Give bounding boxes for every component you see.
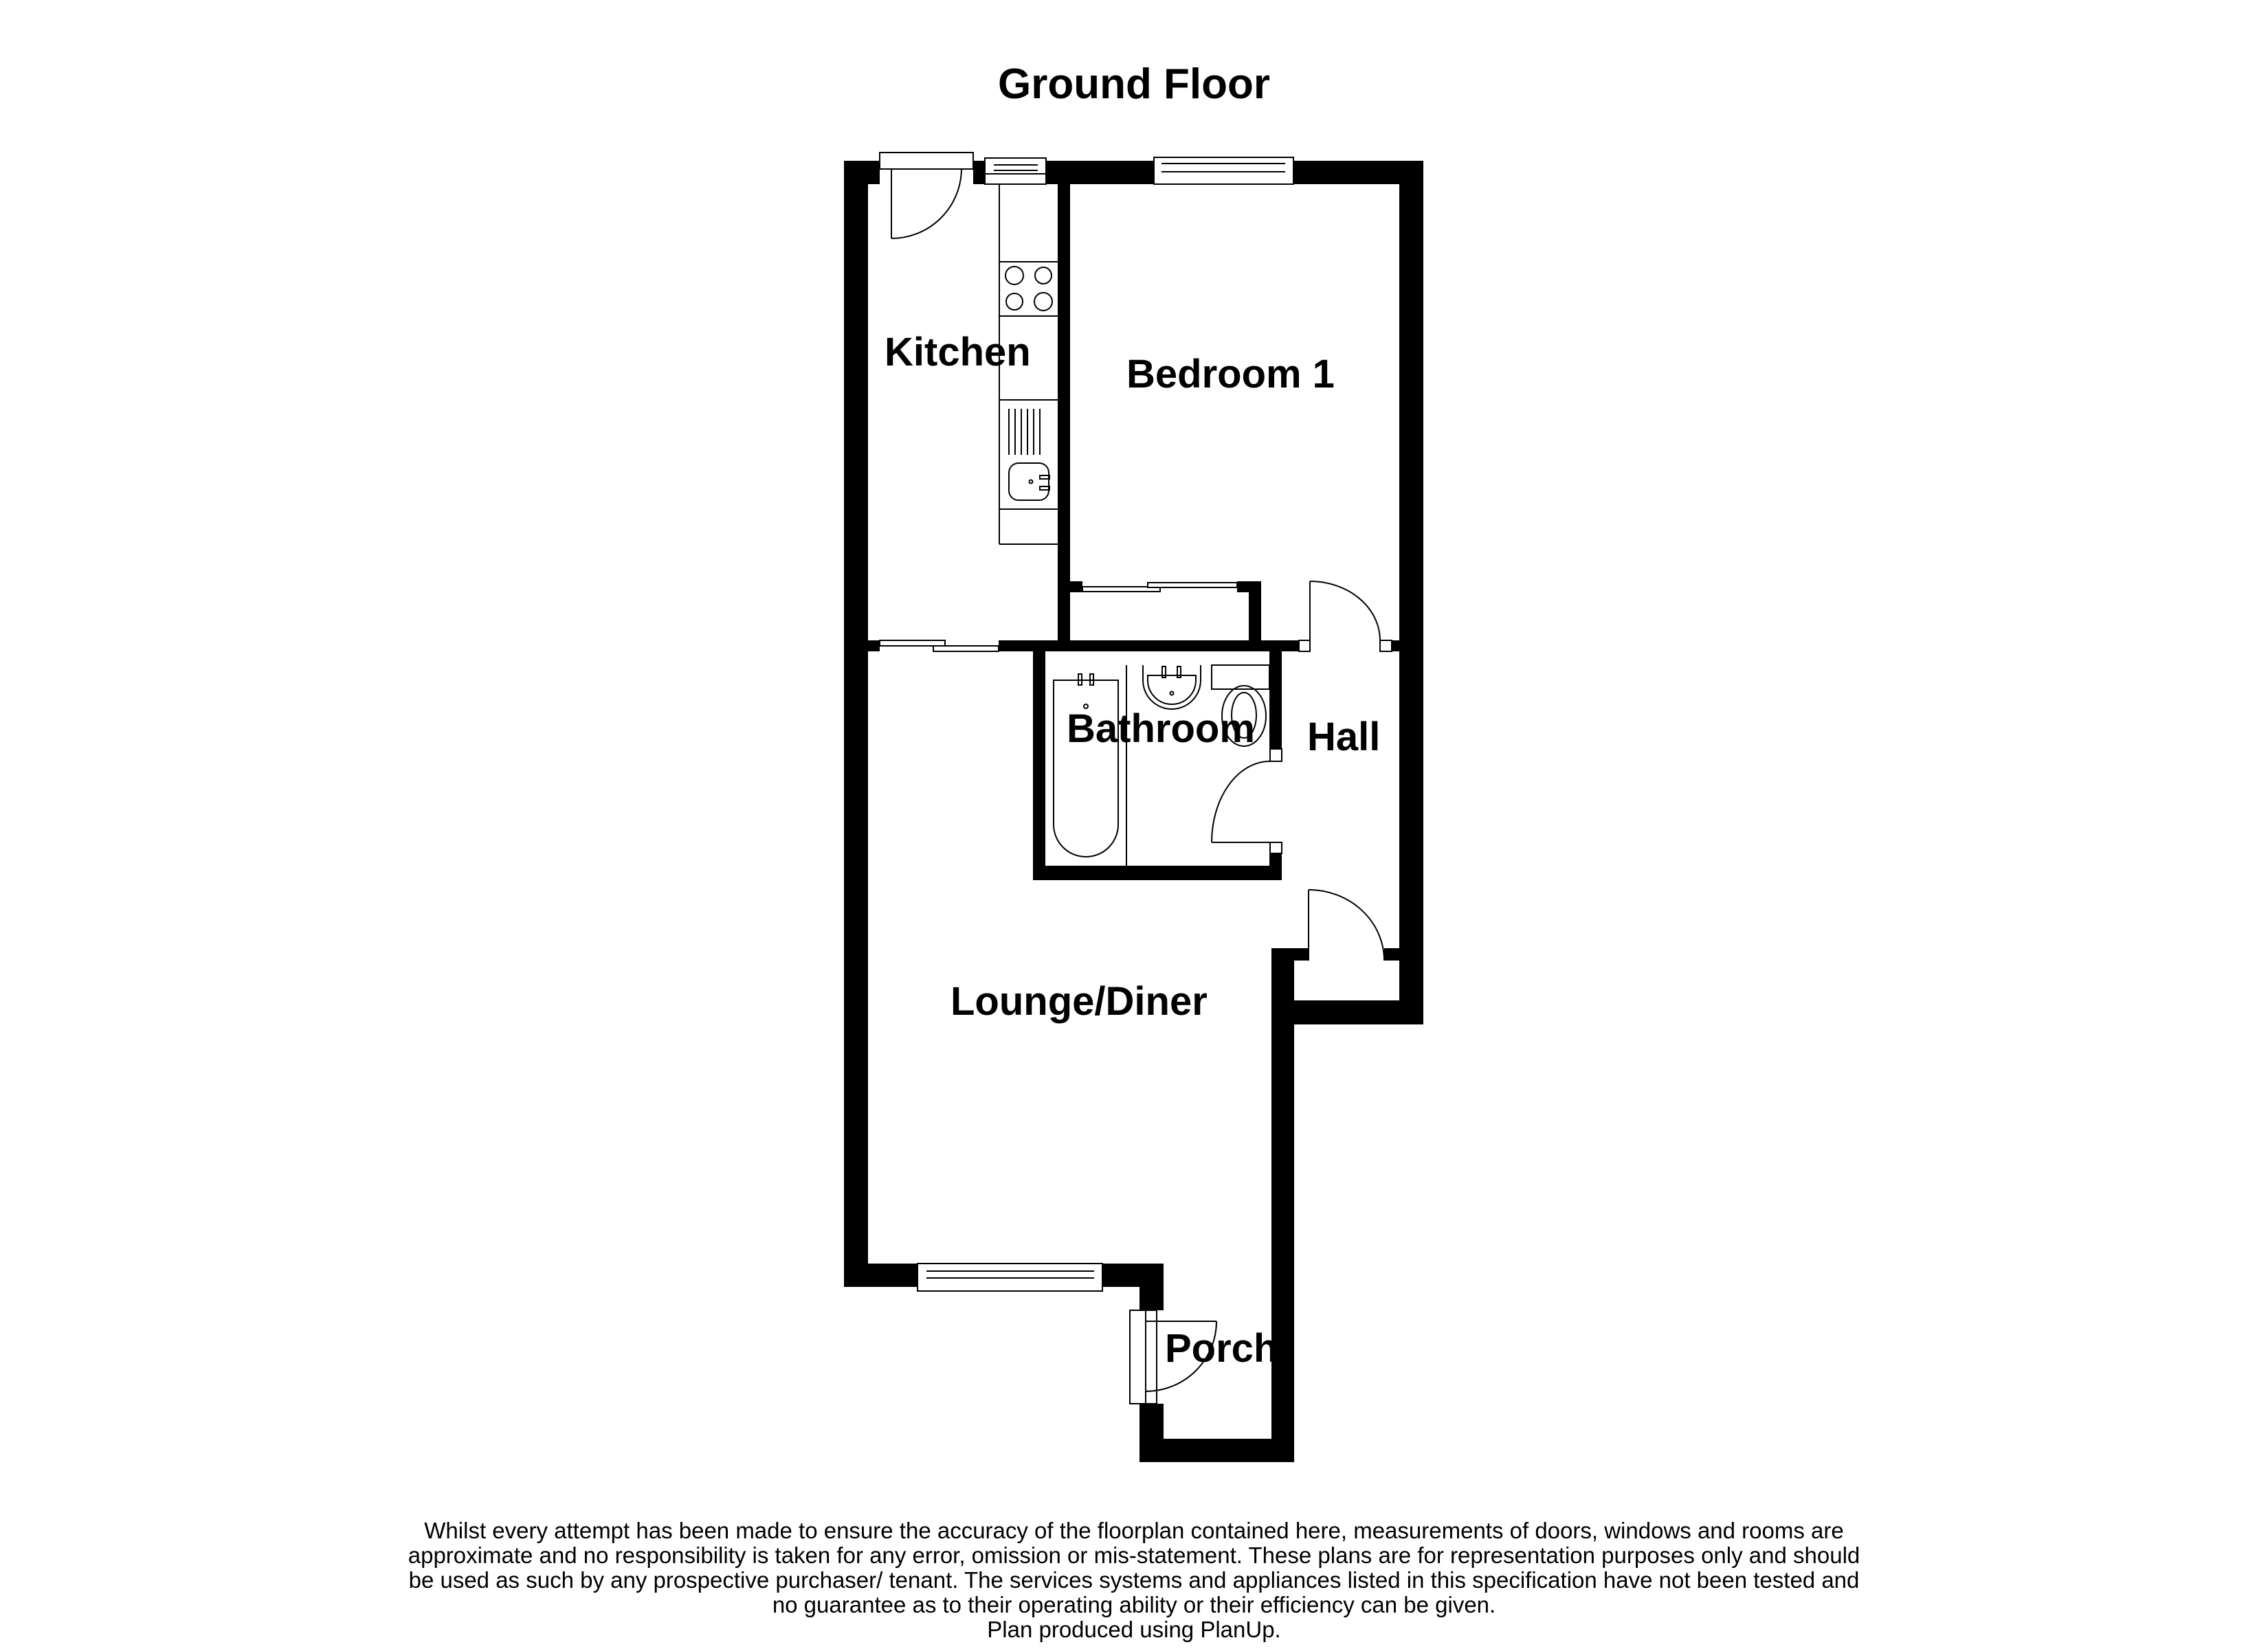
room-label-bedroom-1: Bedroom 1 (1126, 352, 1335, 396)
toilet-icon (1221, 685, 1267, 747)
sink-icon (1008, 462, 1049, 501)
disclaimer-line: be used as such by any prospective purch… (408, 1567, 1860, 1593)
doors (879, 152, 1392, 1404)
room-label-hall: Hall (1307, 715, 1381, 759)
basin-icon (1142, 665, 1201, 710)
walls (844, 161, 1423, 1462)
bath-icon (1053, 680, 1119, 857)
room-label-kitchen: Kitchen (885, 330, 1031, 374)
room-label-bathroom: Bathroom (1067, 706, 1255, 751)
windows (917, 157, 1294, 1292)
room-label-lounge-diner: Lounge/Diner (950, 979, 1208, 1024)
floor-title: Ground Floor (997, 60, 1271, 108)
disclaimer-line: Whilst every attempt has been made to en… (424, 1518, 1844, 1543)
disclaimer-line: approximate and no responsibility is tak… (408, 1543, 1860, 1568)
disclaimer-line: no guarantee as to their operating abili… (772, 1592, 1496, 1617)
plan-credit: Plan produced using PlanUp. (987, 1617, 1281, 1642)
disclaimer: Whilst every attempt has been made to en… (0, 1518, 2268, 1642)
bathroom-fittings (1053, 664, 1270, 866)
kitchen-fittings (999, 184, 1058, 545)
hob-ring-icon (1005, 266, 1024, 285)
room-label-porch: Porch (1165, 1326, 1278, 1371)
